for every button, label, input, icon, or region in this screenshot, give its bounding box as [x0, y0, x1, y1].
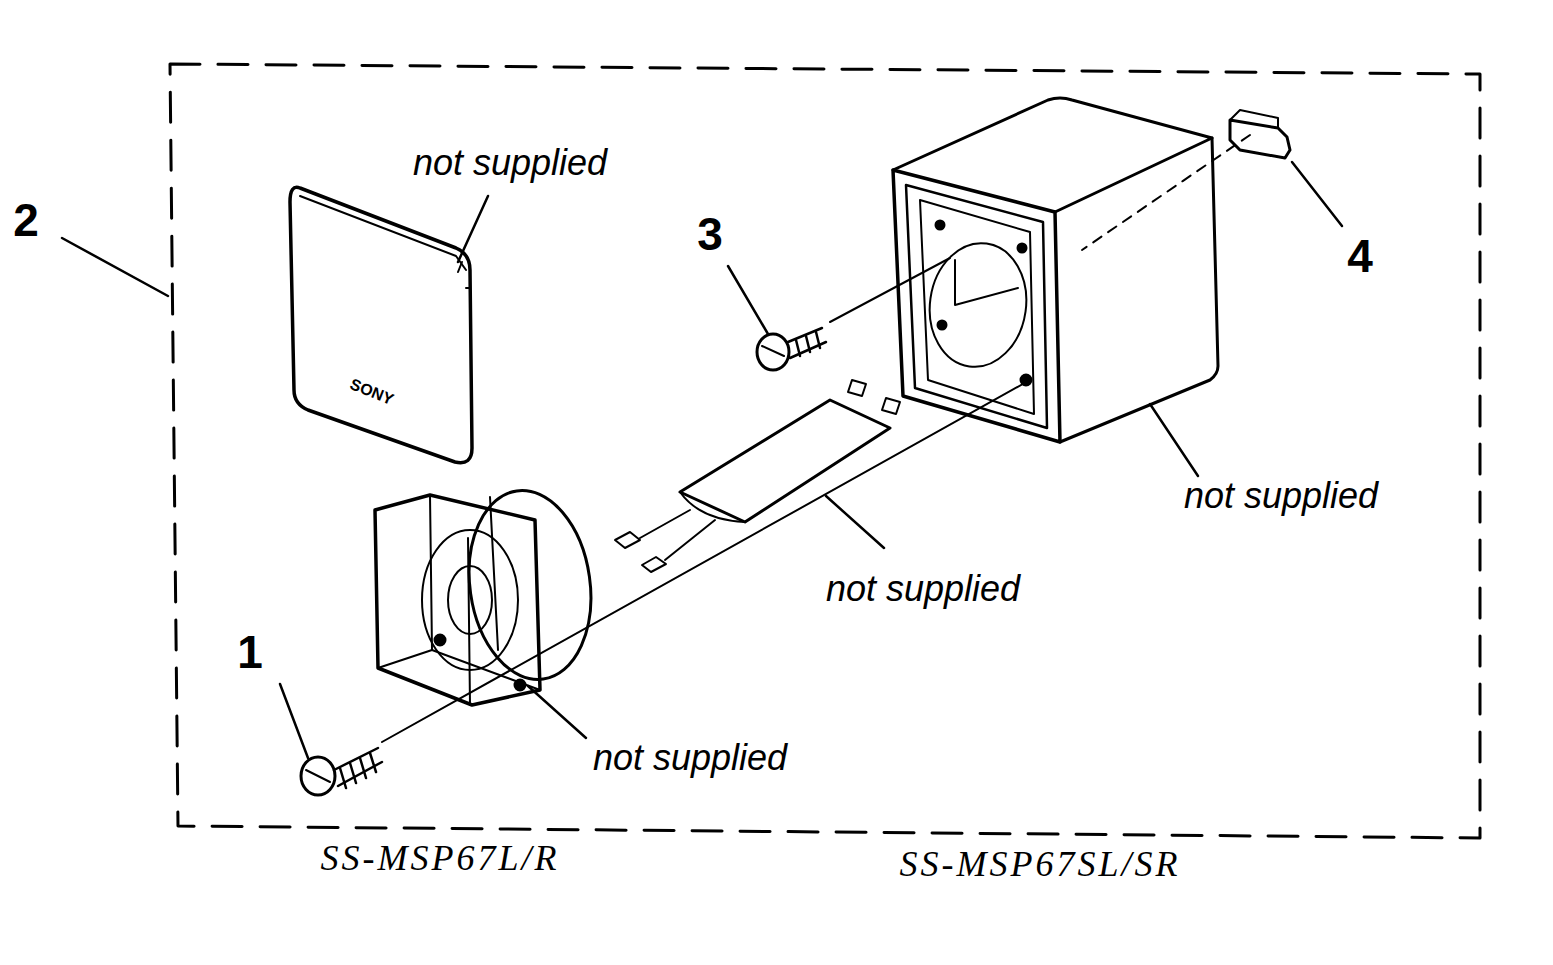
drawing-stroke	[490, 497, 498, 650]
leader-line	[826, 496, 884, 548]
leader-line	[1292, 162, 1342, 226]
drawing-stroke	[375, 495, 540, 705]
drawing-stroke	[457, 483, 602, 688]
drawing-stroke	[893, 170, 1060, 442]
drawing-stroke	[680, 400, 890, 522]
drawing-stroke	[290, 187, 472, 462]
drawing-stroke	[640, 510, 715, 560]
drawing-stroke	[615, 532, 666, 572]
callout-number: 2	[13, 197, 39, 243]
model-name: SS-MSP67L/R	[321, 840, 560, 876]
part-4-block	[1230, 120, 1290, 158]
note-label: not supplied	[1184, 478, 1378, 514]
assembly-line	[830, 258, 950, 322]
drawing-stroke	[422, 530, 518, 670]
assembly-line	[1082, 135, 1250, 250]
note-label: not supplied	[593, 740, 787, 776]
drawing-stroke	[435, 635, 445, 645]
leader-line	[528, 686, 586, 738]
leader-line	[458, 196, 488, 262]
drawing-stroke	[301, 757, 335, 795]
drawing-stroke	[458, 262, 470, 288]
drawing-stroke	[680, 492, 745, 522]
drawing-stroke	[515, 680, 525, 690]
drawing-stroke	[955, 260, 1018, 305]
drawing-stroke	[1060, 138, 1218, 442]
callout-number: 1	[237, 629, 263, 675]
drawing-stroke	[920, 200, 1034, 414]
drawing-stroke	[938, 321, 946, 329]
callout-number: 4	[1347, 233, 1373, 279]
drawing-stroke	[62, 64, 1480, 838]
drawing-stroke	[306, 770, 330, 782]
enclosure	[893, 98, 1290, 442]
drawing-stroke	[796, 332, 820, 356]
drawing-stroke	[906, 185, 1047, 428]
leader-line	[280, 684, 308, 758]
leader-line	[1150, 404, 1198, 476]
leader-line	[728, 266, 768, 334]
group-frame	[170, 64, 1480, 838]
drawing-stroke	[1230, 110, 1278, 128]
drawing-stroke	[762, 346, 784, 356]
speaker-driver	[375, 483, 603, 705]
drawing-stroke	[788, 328, 826, 358]
drawing-stroke	[757, 334, 789, 370]
drawing-stroke	[448, 566, 492, 634]
screw-1	[301, 748, 382, 795]
note-label: not supplied	[826, 571, 1020, 607]
note-label: not supplied	[413, 145, 607, 181]
grille	[290, 187, 472, 462]
drawing-stroke	[1018, 244, 1026, 252]
drawing-stroke	[936, 221, 944, 229]
drawing-stroke	[848, 380, 900, 414]
drawing-stroke	[340, 753, 376, 788]
brand-logo: SONY	[348, 376, 396, 408]
model-name: SS-MSP67SL/SR	[900, 846, 1181, 882]
assembly-line	[382, 380, 1030, 742]
callout-number: 3	[697, 211, 723, 257]
leader-line	[62, 238, 168, 296]
drawing-stroke	[468, 538, 470, 705]
drawing-stroke	[300, 196, 466, 270]
drawing-stroke	[922, 237, 1034, 373]
